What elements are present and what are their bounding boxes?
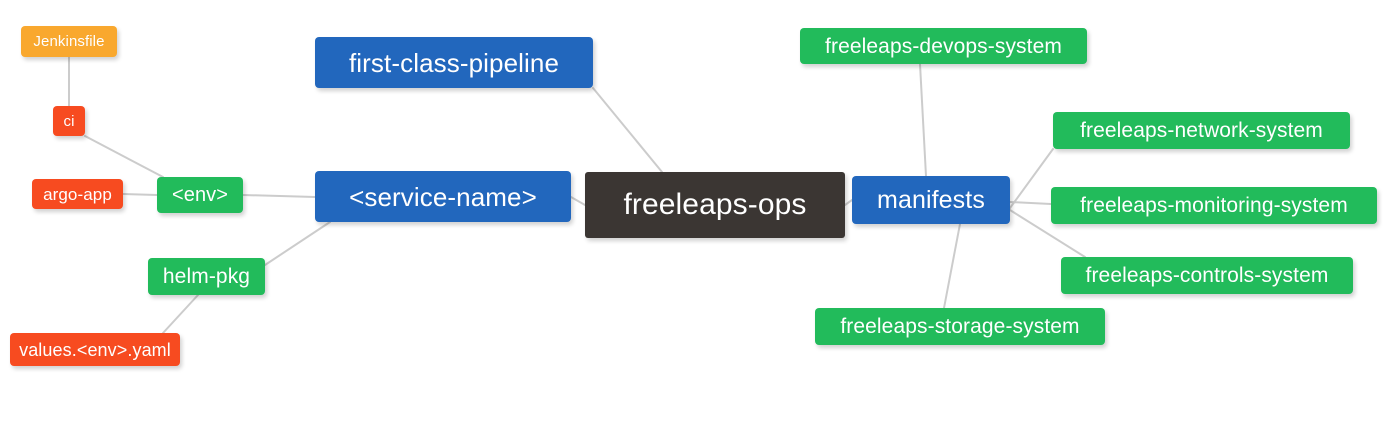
mindmap-edge-service-name-to-env	[242, 194, 316, 198]
mindmap-edge-env-to-ci	[84, 135, 164, 178]
mindmap-edge-manifests-to-freeleaps-monitoring-system	[1009, 201, 1052, 205]
mindmap-node-values-env-yaml[interactable]: values.<env>.yaml	[10, 333, 180, 366]
mindmap-edge-freeleaps-ops-to-first-class-pipeline	[592, 87, 663, 173]
mindmap-node-manifests[interactable]: manifests	[852, 176, 1010, 224]
mindmap-node-freeleaps-ops[interactable]: freeleaps-ops	[585, 172, 845, 238]
mindmap-node-env[interactable]: <env>	[157, 177, 243, 213]
mindmap-node-freeleaps-network-system[interactable]: freeleaps-network-system	[1053, 112, 1350, 149]
mindmap-edge-manifests-to-freeleaps-storage-system	[943, 223, 961, 309]
mindmap-node-argo-app[interactable]: argo-app	[32, 179, 123, 209]
mindmap-edge-manifests-to-freeleaps-devops-system	[919, 63, 927, 177]
mindmap-edge-helm-pkg-to-values-env-yaml	[162, 294, 199, 334]
mindmap-node-freeleaps-monitoring-system[interactable]: freeleaps-monitoring-system	[1051, 187, 1377, 224]
mindmap-edge-env-to-argo-app	[122, 193, 158, 196]
mindmap-edge-service-name-to-helm-pkg	[264, 221, 331, 266]
mindmap-node-freeleaps-storage-system[interactable]: freeleaps-storage-system	[815, 308, 1105, 345]
mindmap-node-first-class-pipeline[interactable]: first-class-pipeline	[315, 37, 593, 88]
mindmap-edge-manifests-to-freeleaps-network-system	[1009, 148, 1054, 209]
mindmap-node-jenkinsfile[interactable]: Jenkinsfile	[21, 26, 117, 57]
mindmap-node-service-name[interactable]: <service-name>	[315, 171, 571, 222]
mindmap-node-helm-pkg[interactable]: helm-pkg	[148, 258, 265, 295]
mindmap-node-freeleaps-devops-system[interactable]: freeleaps-devops-system	[800, 28, 1087, 64]
mindmap-edge-freeleaps-ops-to-service-name	[570, 196, 586, 206]
mindmap-node-ci[interactable]: ci	[53, 106, 85, 136]
mindmap-node-freeleaps-controls-system[interactable]: freeleaps-controls-system	[1061, 257, 1353, 294]
mindmap-edge-freeleaps-ops-to-manifests	[844, 199, 853, 206]
